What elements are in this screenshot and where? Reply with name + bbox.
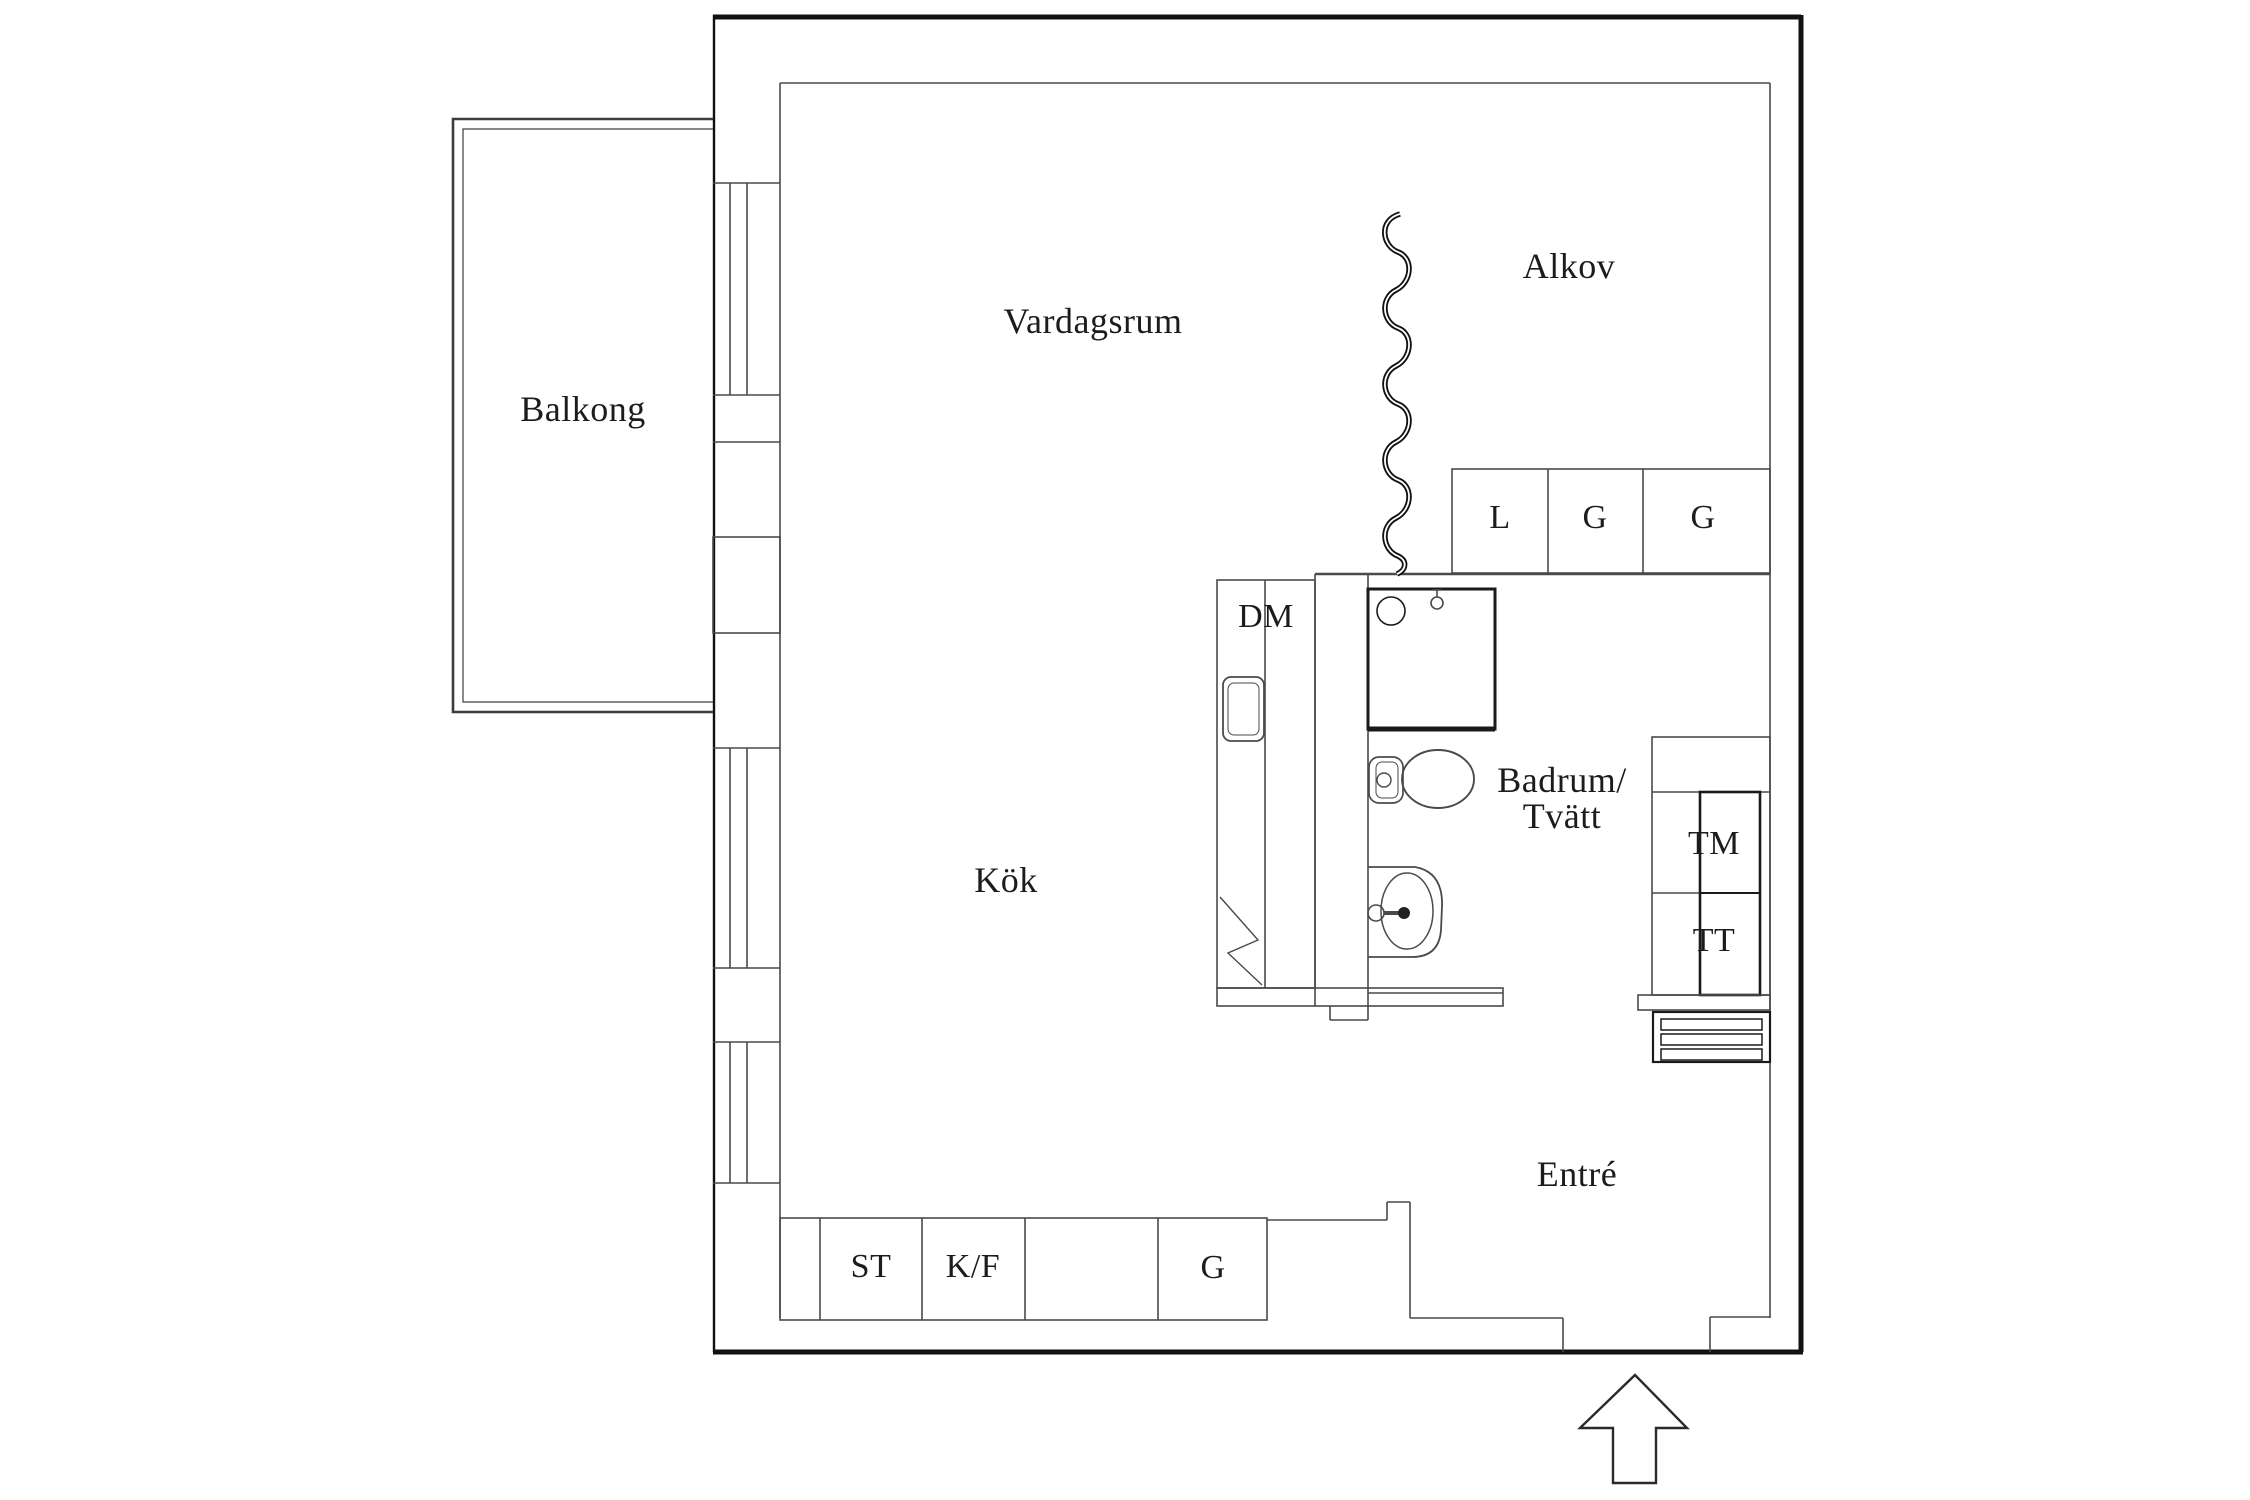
- hall-partition-lines: [1267, 1201, 1711, 1352]
- outer-wall: [712, 14, 1804, 1355]
- closet-label-cleaning: ST: [850, 1248, 892, 1286]
- room-label-alcove: Alkov: [1522, 246, 1616, 287]
- window-lower: [713, 1041, 780, 1184]
- bathroom-sink-icon: [1368, 866, 1443, 958]
- room-label-bathroom-line1: Badrum/: [1497, 760, 1627, 801]
- shower-head-icon: [1430, 589, 1444, 610]
- hall-south-wall-band: [1216, 987, 1504, 1007]
- balcony-outline: [451, 117, 713, 714]
- shower-icon: [1366, 587, 1497, 732]
- counter-break-icon: [1219, 896, 1263, 986]
- faucet-icon: [1367, 904, 1410, 922]
- closet-row-bottom: [779, 1217, 1268, 1321]
- balcony-door: [712, 536, 781, 634]
- radiator-icon: [1651, 1010, 1772, 1064]
- room-label-entry: Entré: [1536, 1154, 1618, 1195]
- appliance-label-dishwasher: DM: [1238, 598, 1294, 636]
- closet-label-wardrobe-2: G: [1690, 499, 1716, 537]
- room-label-bathroom-line2: Tvätt: [1522, 796, 1602, 837]
- inner-wall-lines: [779, 82, 1771, 1319]
- closet-label-fridge-freezer: K/F: [945, 1248, 1001, 1286]
- appliance-label-dryer: TT: [1692, 922, 1736, 960]
- laundry-unit: [1637, 736, 1771, 1011]
- room-label-living-room: Vardagsrum: [1003, 301, 1183, 342]
- curtain-squiggle-icon: [1382, 211, 1412, 577]
- closet-label-wardrobe-3: G: [1200, 1249, 1226, 1287]
- closet-label-linen: L: [1489, 499, 1511, 537]
- entrance-arrow-icon: [1577, 1373, 1690, 1485]
- appliance-label-washing-machine: TM: [1688, 825, 1740, 863]
- kitchen-counter: [1216, 579, 1316, 989]
- kitchen-bathroom-wall: [1314, 574, 1369, 1021]
- room-label-kitchen: Kök: [974, 860, 1038, 901]
- kitchen-sink-icon: [1222, 676, 1265, 742]
- toilet-icon: [1368, 749, 1475, 809]
- window-upper: [713, 182, 780, 443]
- window-mid: [713, 747, 780, 969]
- room-label-balcony: Balkong: [520, 389, 646, 430]
- closet-label-wardrobe-1: G: [1582, 499, 1608, 537]
